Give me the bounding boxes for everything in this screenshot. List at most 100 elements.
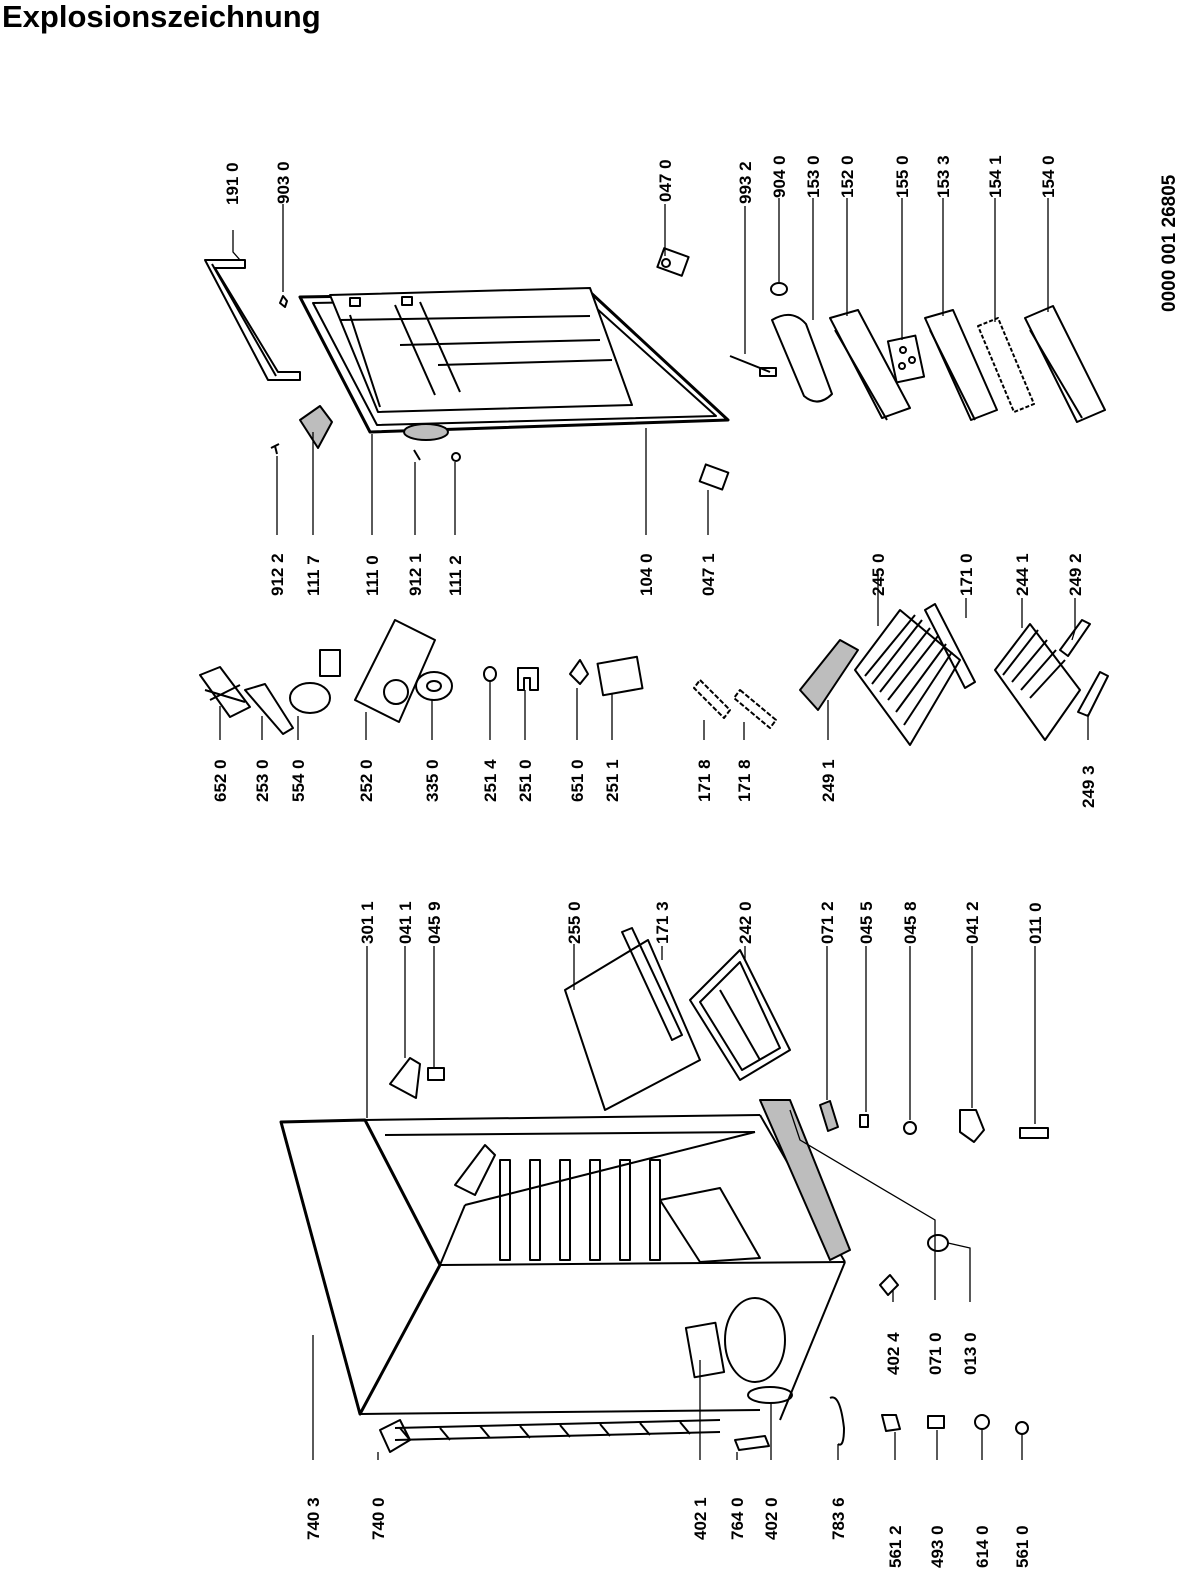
compressor-402-0 xyxy=(684,1297,793,1404)
callout-251-1: 251 1 xyxy=(603,759,622,802)
callout-011-0: 011 0 xyxy=(1026,902,1045,944)
housing-252 xyxy=(354,619,436,723)
callout-171-0: 171 0 xyxy=(957,553,976,596)
callout-104-0: 104 0 xyxy=(637,553,656,596)
door-shelf-153-3 xyxy=(924,309,998,421)
callout-153-0: 153 0 xyxy=(804,155,823,198)
callout-252-0: 252 0 xyxy=(357,759,376,802)
callout-652-0: 652 0 xyxy=(211,759,230,802)
screw-912-1 xyxy=(413,449,421,461)
callout-561-2: 561 2 xyxy=(886,1525,905,1568)
bolt-045-9 xyxy=(427,1067,445,1081)
clip-249-3 xyxy=(1077,671,1109,717)
callout-912-2: 912 2 xyxy=(268,553,287,596)
bulb-251-4 xyxy=(483,666,497,682)
callout-912-1: 912 1 xyxy=(406,553,425,596)
callout-155-0: 155 0 xyxy=(893,155,912,198)
rail-171-8-a xyxy=(693,679,731,719)
callout-249-2: 249 2 xyxy=(1066,553,1085,596)
callout-249-3: 249 3 xyxy=(1079,765,1098,808)
callout-251-0: 251 0 xyxy=(516,759,535,802)
callout-764-0: 764 0 xyxy=(728,1497,747,1540)
cap-111-2 xyxy=(451,452,461,462)
trim-171-3 xyxy=(621,927,683,1041)
callout-740-0: 740 0 xyxy=(369,1497,388,1540)
callout-171-8-b: 171 8 xyxy=(735,759,754,802)
cabinet-body xyxy=(279,1099,851,1421)
screw-912-2 xyxy=(270,443,280,455)
cable-783-6 xyxy=(829,1396,845,1446)
callout-153-3: 153 3 xyxy=(934,155,953,198)
lamp-cover-554 xyxy=(289,649,341,714)
foot-011 xyxy=(1019,1127,1049,1139)
callout-993-2: 993 2 xyxy=(736,161,755,204)
crisper-242 xyxy=(689,949,791,1081)
part-493 xyxy=(927,1415,945,1429)
callout-111-7: 111 7 xyxy=(304,555,323,596)
callout-245-0: 245 0 xyxy=(869,553,888,596)
callout-402-1: 402 1 xyxy=(691,1497,710,1540)
screw-903 xyxy=(279,295,288,308)
callout-561-0: 561 0 xyxy=(1013,1525,1032,1568)
callout-335-0: 335 0 xyxy=(423,759,442,802)
rail-171-8-b xyxy=(733,689,777,729)
callout-labels: 191 0 903 0 047 0 993 2 904 0 153 0 152 … xyxy=(211,155,1098,1568)
callout-402-0: 402 0 xyxy=(762,1497,781,1540)
callout-251-4: 251 4 xyxy=(481,759,500,802)
cover-071-2 xyxy=(819,1100,839,1132)
callout-249-1: 249 1 xyxy=(819,759,838,802)
cover-249-1 xyxy=(799,639,859,711)
callout-191-0: 191 0 xyxy=(223,162,242,205)
wire-shelf-245 xyxy=(854,609,961,746)
callout-111-0: 111 0 xyxy=(363,555,382,596)
callout-301-1: 301 1 xyxy=(358,901,377,944)
callout-783-6: 783 6 xyxy=(829,1497,848,1540)
grommet-614 xyxy=(974,1414,990,1430)
screw-993 xyxy=(729,355,777,377)
callout-047-1: 047 1 xyxy=(699,553,718,596)
trim-171-0 xyxy=(924,603,976,689)
leader-lines xyxy=(219,198,1089,1460)
bracket-041-1 xyxy=(389,1057,421,1099)
callout-651-0: 651 0 xyxy=(568,759,587,802)
callout-253-0: 253 0 xyxy=(253,759,272,802)
plug-561-2 xyxy=(881,1414,901,1432)
bottle-shelf-154-0 xyxy=(1024,305,1106,423)
page-title: Explosionszeichnung xyxy=(2,0,321,34)
bottle-retainer-154-1 xyxy=(977,317,1035,413)
clip-402-4 xyxy=(879,1274,899,1296)
callout-242-0: 242 0 xyxy=(736,901,755,944)
switch-651 xyxy=(569,659,589,685)
callout-041-1: 041 1 xyxy=(396,901,415,944)
callout-041-2: 041 2 xyxy=(963,901,982,944)
box-251-1 xyxy=(596,655,644,697)
knob-253 xyxy=(244,683,294,735)
callout-740-3: 740 3 xyxy=(304,1497,323,1540)
thermostat-652 xyxy=(199,666,251,718)
glass-shelf-255 xyxy=(564,939,701,1111)
hinge-047-1 xyxy=(698,463,730,491)
callout-013-0: 013 0 xyxy=(961,1332,980,1375)
knob-335 xyxy=(415,671,453,701)
dairy-lid-153-0 xyxy=(771,313,833,403)
callout-244-1: 244 1 xyxy=(1013,553,1032,596)
pin-045-5 xyxy=(859,1114,869,1128)
callout-111-2: 111 2 xyxy=(446,555,465,596)
door-handle-191 xyxy=(204,259,301,381)
callout-154-0: 154 0 xyxy=(1039,155,1058,198)
cap-904 xyxy=(770,282,788,296)
callout-171-3: 171 3 xyxy=(653,901,672,944)
condenser-740-0 xyxy=(379,1419,721,1453)
callout-904-0: 904 0 xyxy=(770,155,789,198)
drier-764 xyxy=(734,1435,770,1451)
callout-047-0: 047 0 xyxy=(656,159,675,202)
clip-561-0 xyxy=(1015,1421,1029,1435)
callout-614-0: 614 0 xyxy=(973,1525,992,1568)
hinge-047-0 xyxy=(656,247,690,277)
callout-171-8-a: 171 8 xyxy=(695,759,714,802)
grid-244 xyxy=(994,623,1081,741)
door-shelf-152-0 xyxy=(829,309,911,421)
parts xyxy=(199,247,1109,1453)
callout-255-0: 255 0 xyxy=(565,901,584,944)
